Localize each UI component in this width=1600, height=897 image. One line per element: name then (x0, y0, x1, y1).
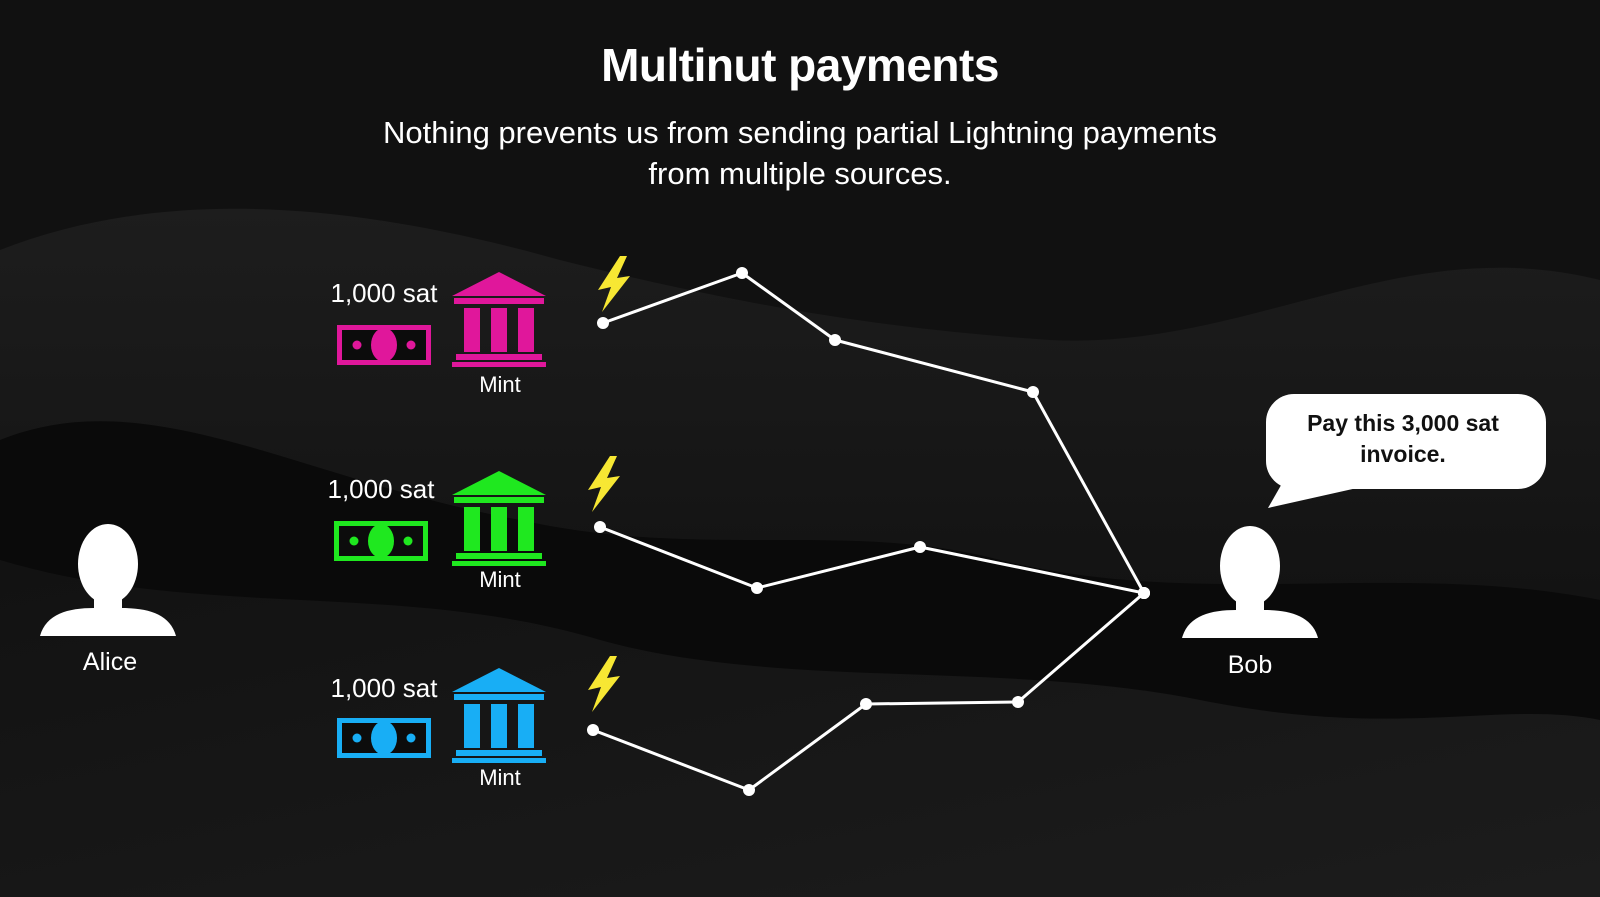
payment-route-3 (592, 591, 1145, 792)
bank-base (456, 553, 542, 559)
route-2-node-1 (594, 521, 606, 533)
bank-floor (452, 758, 546, 763)
mint-1-banknote-icon (337, 325, 431, 365)
bank-column (464, 507, 480, 551)
bank-column (491, 704, 507, 748)
mint-2-bank-icon (452, 471, 546, 566)
bank-column (491, 308, 507, 352)
speech-bubble-body (1266, 394, 1546, 489)
lightning-bolt-icon-1 (598, 256, 630, 312)
mint-3-banknote-icon (337, 718, 431, 758)
bank-roof (452, 272, 546, 296)
bob-label: Bob (1227, 651, 1273, 679)
route-1-node-1 (597, 317, 609, 329)
bank-beam (454, 694, 544, 700)
speech-bubble (1266, 394, 1546, 508)
bank-floor (452, 362, 546, 367)
bank-column (518, 308, 534, 352)
route-3-node-2 (743, 784, 755, 796)
banknote-center (371, 721, 397, 755)
bob-person-icon (1182, 526, 1318, 638)
banknote-dot-right (406, 340, 416, 350)
route-1-node-3 (829, 334, 841, 346)
banknote-dot-left (352, 340, 362, 350)
bank-roof (452, 668, 546, 692)
route-1-node-2 (736, 267, 748, 279)
banknote-dot-left (352, 733, 362, 743)
lightning-bolt-icon-2 (588, 456, 620, 512)
subtitle: Nothing prevents us from sending partial… (382, 115, 1218, 191)
lightning-bolt-icon-3 (588, 656, 620, 712)
alice-label: Alice (82, 648, 138, 676)
mint-2-banknote-icon (334, 521, 428, 561)
banknote-dot-right (403, 536, 413, 546)
mint-3-amount: 1,000 sat (330, 673, 438, 703)
bank-floor (452, 561, 546, 566)
bank-beam (454, 497, 544, 503)
bank-beam (454, 298, 544, 304)
bank-base (456, 354, 542, 360)
route-3-node-3 (860, 698, 872, 710)
route-2-node-2 (751, 582, 763, 594)
person-head (78, 524, 138, 604)
bank-column (464, 308, 480, 352)
bank-column (464, 704, 480, 748)
banknote-center (368, 524, 394, 558)
alice-person-icon (40, 524, 176, 636)
banknote-dot-right (406, 733, 416, 743)
route-3-node-4 (1012, 696, 1024, 708)
speech-bubble-text: Pay this 3,000 sat invoice. (1307, 410, 1499, 467)
person-body (40, 608, 176, 636)
person-body (1182, 610, 1318, 638)
bank-roof (452, 471, 546, 495)
payment-route-2 (599, 525, 1145, 595)
bank-column (518, 704, 534, 748)
bank-base (456, 750, 542, 756)
mint-1-label: Mint (479, 372, 521, 397)
banknote-center (371, 328, 397, 362)
route-3-node-1 (587, 724, 599, 736)
bank-column (491, 507, 507, 551)
person-head (1220, 526, 1280, 606)
mint-3-bank-icon (452, 668, 546, 763)
route-3-node-5 (1138, 587, 1150, 599)
mint-2-amount: 1,000 sat (327, 474, 435, 504)
bank-column (518, 507, 534, 551)
route-1-node-4 (1027, 386, 1039, 398)
mint-3-label: Mint (479, 765, 521, 790)
mint-1-amount: 1,000 sat (330, 278, 438, 308)
banknote-dot-left (349, 536, 359, 546)
route-2-node-3 (914, 541, 926, 553)
mint-2-label: Mint (479, 567, 521, 592)
speech-bubble-tail (1268, 480, 1375, 508)
mint-1-bank-icon (452, 272, 546, 367)
payment-route-1 (602, 271, 1146, 594)
page-title: Multinut payments (601, 39, 999, 91)
